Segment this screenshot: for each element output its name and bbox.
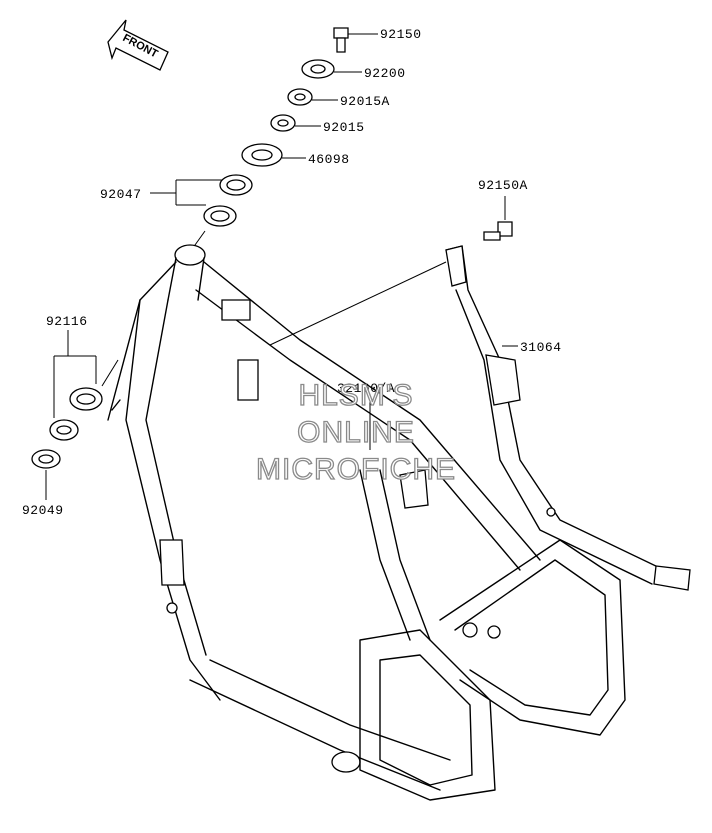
callout-92116: 92116	[46, 314, 88, 329]
callout-92047: 92047	[100, 187, 142, 202]
watermark-line-1: HLSM'S	[298, 379, 413, 412]
lower-bearing-hardware	[31, 359, 119, 469]
callout-32160a: 32160/A	[337, 381, 395, 396]
callout-labels: 92150 92200 92015A 92015 46098 92047 921…	[22, 27, 562, 518]
main-frame	[107, 244, 626, 801]
callout-46098: 46098	[308, 152, 350, 167]
watermark-line-2: ONLINE	[297, 416, 415, 449]
rear-frame-31064	[445, 221, 691, 591]
callout-92015: 92015	[323, 120, 365, 135]
watermark: HLSM'S ONLINE MICROFICHE	[255, 378, 456, 486]
leader-lines	[45, 33, 518, 500]
callout-92015a: 92015A	[340, 94, 390, 109]
callout-92200: 92200	[364, 66, 406, 81]
steering-stem-hardware	[189, 27, 349, 253]
front-arrow: FRONT	[107, 19, 169, 71]
callout-92049: 92049	[22, 503, 64, 518]
callout-92150: 92150	[380, 27, 422, 42]
callout-92150a: 92150A	[478, 178, 528, 193]
callout-31064: 31064	[520, 340, 562, 355]
watermark-line-3: MICROFICHE	[256, 453, 456, 486]
